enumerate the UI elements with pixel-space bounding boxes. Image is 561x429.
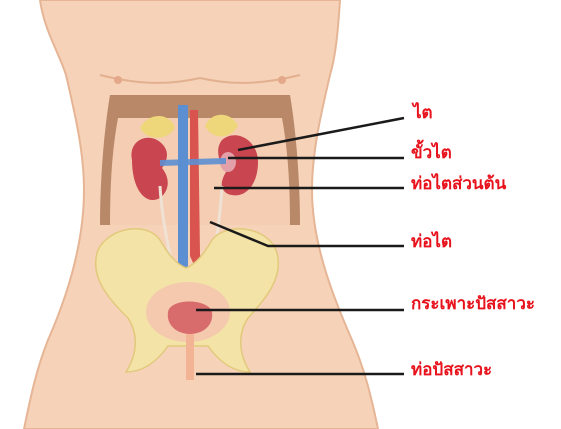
label-ureter: ท่อไต [411,234,452,251]
urethra [186,334,194,380]
nipple-left [114,76,122,84]
nipple-right [278,76,286,84]
label-urethra: ท่อปัสสาวะ [411,362,492,379]
label-bladder: กระเพาะปัสสาวะ [411,296,535,313]
label-renal-pelvis: ขั้วไต [411,145,452,162]
label-kidney: ไต [413,105,433,122]
vena-cava [178,105,188,275]
label-proximal-ureter: ท่อไตส่วนต้น [411,176,506,193]
